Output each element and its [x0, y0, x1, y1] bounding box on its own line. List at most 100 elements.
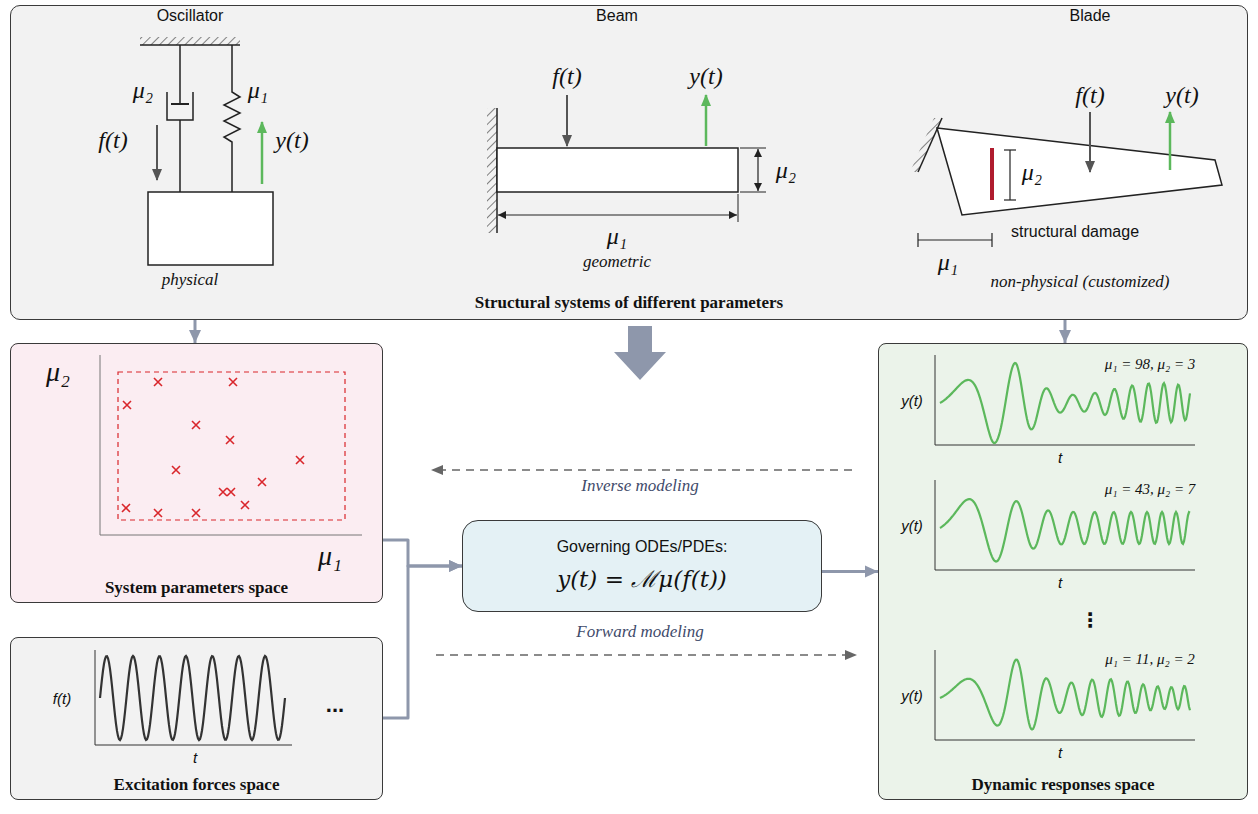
response-arrow [1169, 112, 1172, 170]
system-name: Blade [1070, 7, 1111, 25]
response-arrow [261, 122, 264, 184]
ceiling-hatch [140, 37, 240, 45]
force-symbol: f(t) [1075, 82, 1104, 109]
response-arrow [705, 95, 708, 146]
parameter-range [118, 372, 345, 520]
plot-axis [935, 740, 1195, 741]
response-symbol: y(t) [689, 63, 722, 90]
plot-axis [935, 445, 1195, 446]
forward-arrow [436, 654, 856, 656]
dimension-line [1009, 150, 1010, 200]
system-name: Oscillator [157, 7, 224, 25]
damper-cup [167, 92, 193, 120]
excitation-space-box: Excitation forces space [10, 637, 383, 800]
connector-arrow [383, 566, 462, 718]
systems-panel: Structural systems of different paramete… [10, 5, 1248, 320]
parameter-values: μ₁ = 11, μ₂ = 2 [1105, 651, 1195, 668]
response-wave [940, 363, 1190, 443]
damage-line [990, 148, 994, 200]
force-symbol: f(t) [552, 63, 581, 90]
sample-cross [226, 436, 234, 444]
force-arrow [156, 125, 158, 180]
parameter-values: μ₁ = 98, μ₂ = 3 [1105, 356, 1196, 373]
force-arrow [1089, 112, 1091, 172]
damper-rod [179, 45, 181, 104]
modeling-label: Inverse modeling [581, 476, 699, 496]
ellipsis: ... [326, 692, 344, 718]
response-symbol: y(t) [1165, 82, 1198, 109]
excitation-wave [100, 656, 285, 740]
flow-arrow [614, 326, 666, 380]
axis-label: y(t) [901, 392, 923, 409]
dimension-line [918, 239, 992, 240]
panel-ground [10, 637, 383, 800]
sample-cross [192, 421, 200, 429]
wall-line [918, 118, 942, 172]
category-note: geometric [583, 252, 651, 272]
extension-line [740, 192, 766, 193]
dimension-tick [1004, 199, 1016, 200]
wall-hatch [487, 108, 497, 233]
panel-ground [10, 343, 383, 603]
axis-label: f(t) [53, 690, 71, 707]
category-note: physical [162, 270, 219, 290]
plot-axis [95, 650, 96, 745]
signal-waves [100, 355, 1195, 740]
panel-ground [10, 5, 1248, 320]
beam-body [497, 148, 738, 192]
response-wave [940, 499, 1190, 561]
extension-line [740, 148, 766, 149]
sample-cross [227, 488, 235, 496]
extension-line [738, 194, 739, 222]
damper-piston [171, 103, 189, 105]
plot-axis [100, 355, 101, 535]
axis-label: t [1058, 574, 1062, 591]
node-title: Dynamic responses space [972, 775, 1155, 795]
system-name: Beam [596, 7, 638, 25]
dimension-tick [1004, 149, 1016, 150]
axis-label: y(t) [901, 517, 923, 534]
sample-cross [172, 466, 180, 474]
dimension-tick [991, 233, 992, 247]
sample-cross [192, 509, 200, 517]
parameter-symbol: μ₁ [248, 77, 268, 104]
axis-label: t [1058, 449, 1062, 466]
sample-cross [123, 401, 131, 409]
panel-ground [462, 520, 822, 612]
category-note: non-physical (customized) [991, 272, 1170, 292]
sample-cross [241, 501, 249, 509]
node-title: Excitation forces space [114, 775, 280, 795]
sample-cross [154, 509, 162, 517]
model-box: Governing ODEs/PDEs:y(t) = ℳμ(f(t)) [462, 520, 822, 612]
dimension-line [498, 214, 737, 215]
plot-axis [95, 745, 292, 746]
response-space-box: Dynamic responses space [878, 343, 1248, 800]
dimension-line [757, 149, 758, 191]
node-formula: y(t) = ℳμ(f(t)) [557, 562, 727, 594]
plot-axis [935, 650, 936, 740]
sample-cross [154, 378, 162, 386]
sample-crosses [122, 378, 304, 517]
mass-block [148, 192, 273, 265]
sample-cross [229, 378, 237, 386]
axis-label: t [193, 749, 197, 766]
force-arrow [566, 95, 568, 146]
parameter-symbol: μ₂ [133, 77, 153, 104]
dimension-symbol: μ₁ [938, 249, 958, 276]
force-symbol: f(t) [98, 127, 127, 154]
axis-label: t [1058, 744, 1062, 761]
spring-symbol [224, 45, 240, 192]
parameter-space-box: System parameters space [10, 343, 383, 603]
parameter-values: μ₁ = 43, μ₂ = 7 [1105, 481, 1196, 498]
plot-axis [100, 535, 362, 536]
plot-axis [935, 355, 936, 445]
inverse-arrow [432, 469, 852, 471]
connector-arrow [194, 320, 197, 343]
dimension-symbol: μ₂ [1022, 159, 1042, 186]
modeling-label: Forward modeling [576, 622, 703, 642]
response-symbol: y(t) [275, 127, 308, 154]
